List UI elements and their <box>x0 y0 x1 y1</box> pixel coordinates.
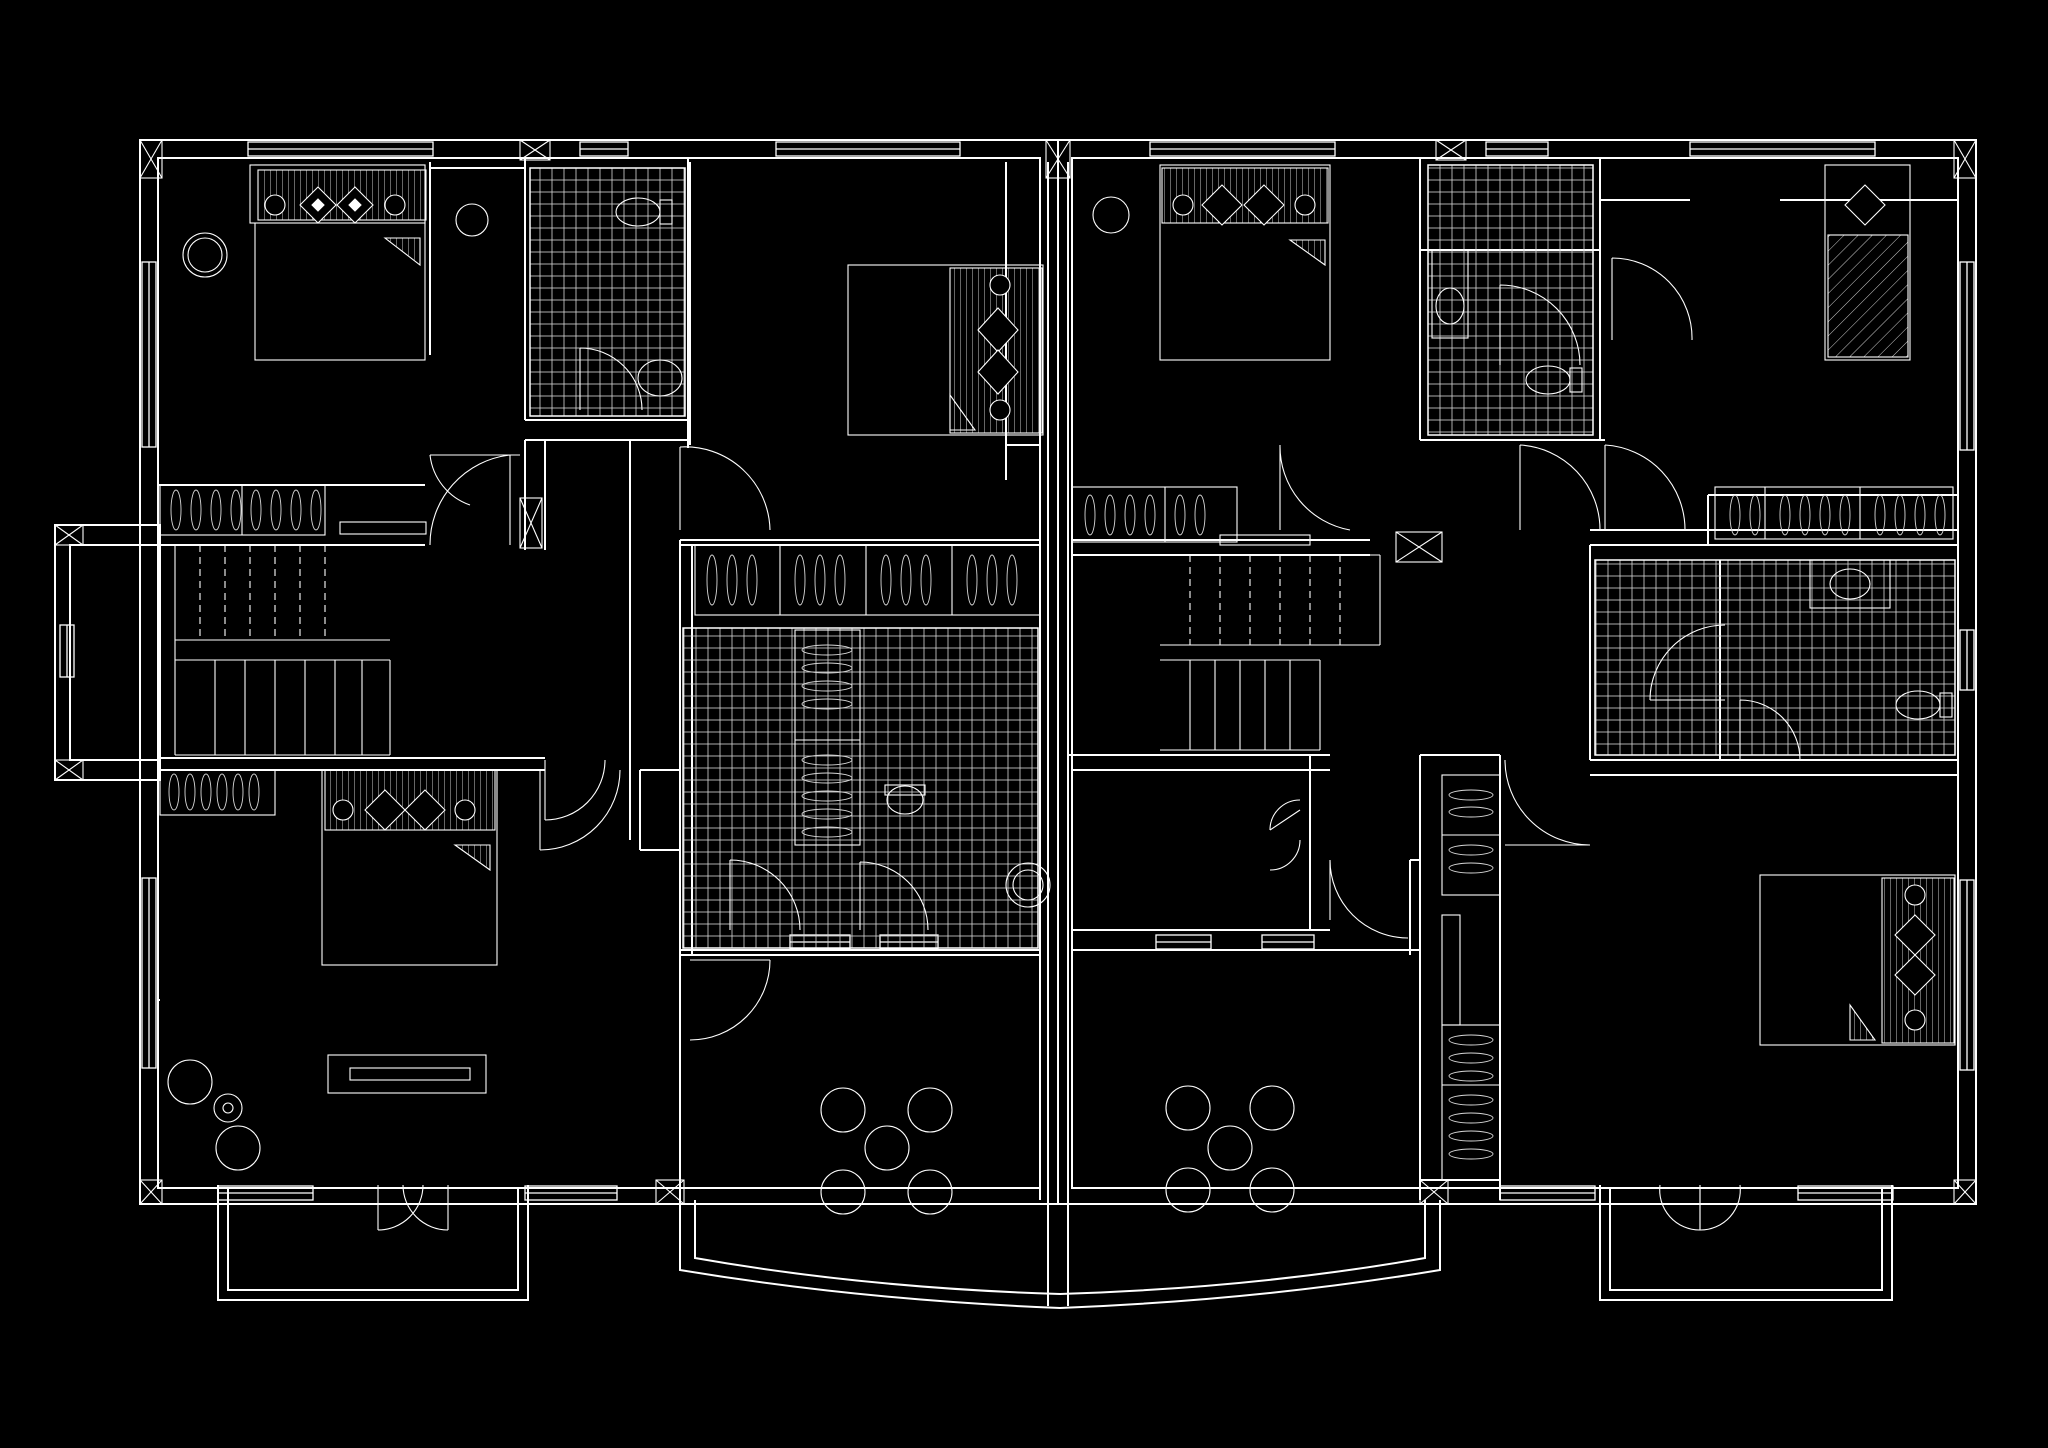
bathroom-tiles <box>529 164 1956 949</box>
door-swing-icon <box>377 257 1801 1231</box>
column-icon <box>54 139 1977 1205</box>
washbasin-icon <box>182 196 1891 908</box>
armchair-icon <box>167 1059 261 1171</box>
dining-table-icon <box>820 1085 1295 1215</box>
wardrobe-icon <box>159 484 1954 1181</box>
toilet-icon <box>615 197 1953 815</box>
staircase-icon <box>174 544 1381 756</box>
tv-cabinet-icon <box>327 521 1461 1094</box>
window-icon <box>59 141 1975 1201</box>
double-bed-icon <box>249 164 1956 1046</box>
